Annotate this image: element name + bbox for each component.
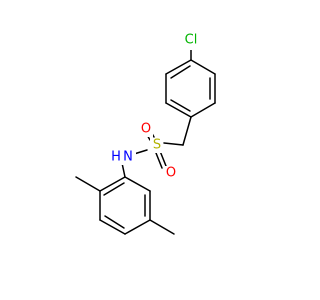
bond-d6-d1 (124, 176, 151, 192)
bond-n-c (121, 162, 126, 178)
bond-d3-d4-inner (104, 215, 125, 229)
bond-c6-c1 (165, 59, 192, 75)
bond-methyl-ortho (75, 176, 101, 192)
molecule-structure-diagram: Cl O S O H N (75, 32, 216, 235)
label-mask-o-top (140, 122, 153, 137)
bond-ring-ch2 (182, 116, 192, 146)
bond-d1-d2 (99, 176, 126, 192)
bond-c4-c5-inner (170, 99, 191, 112)
atom-oxygen-bottom: O (166, 166, 176, 181)
bond-c3-c4 (190, 102, 216, 118)
atom-chlorine: Cl (185, 33, 198, 48)
bond-s-o-bottom-b (155, 152, 163, 169)
atom-sulfur: S (153, 138, 161, 153)
label-mask-s (150, 138, 163, 153)
bond-d1-d2-inner (103, 182, 125, 196)
bond-methyl-meta (149, 219, 175, 235)
label-mask-nh (110, 150, 136, 165)
label-mask-o-bottom (164, 166, 177, 181)
bond-ch2-s (163, 142, 184, 146)
bond-s-n (133, 149, 148, 155)
bond-s-o-bottom-a (159, 150, 167, 167)
atom-oxygen-top: O (141, 122, 151, 137)
bonds (75, 49, 216, 235)
atom-nitrogen: N (123, 150, 133, 165)
bond-d3-d4 (99, 219, 126, 235)
atom-labels: Cl O S O H N (110, 32, 202, 181)
bond-c4-c5 (165, 102, 192, 118)
bond-c1-c2 (190, 59, 216, 75)
bond-d4-d5 (124, 219, 151, 235)
atom-hydrogen-on-n: H (111, 150, 121, 165)
label-mask-cl (180, 32, 202, 50)
bond-c6-c1-inner (170, 65, 191, 79)
